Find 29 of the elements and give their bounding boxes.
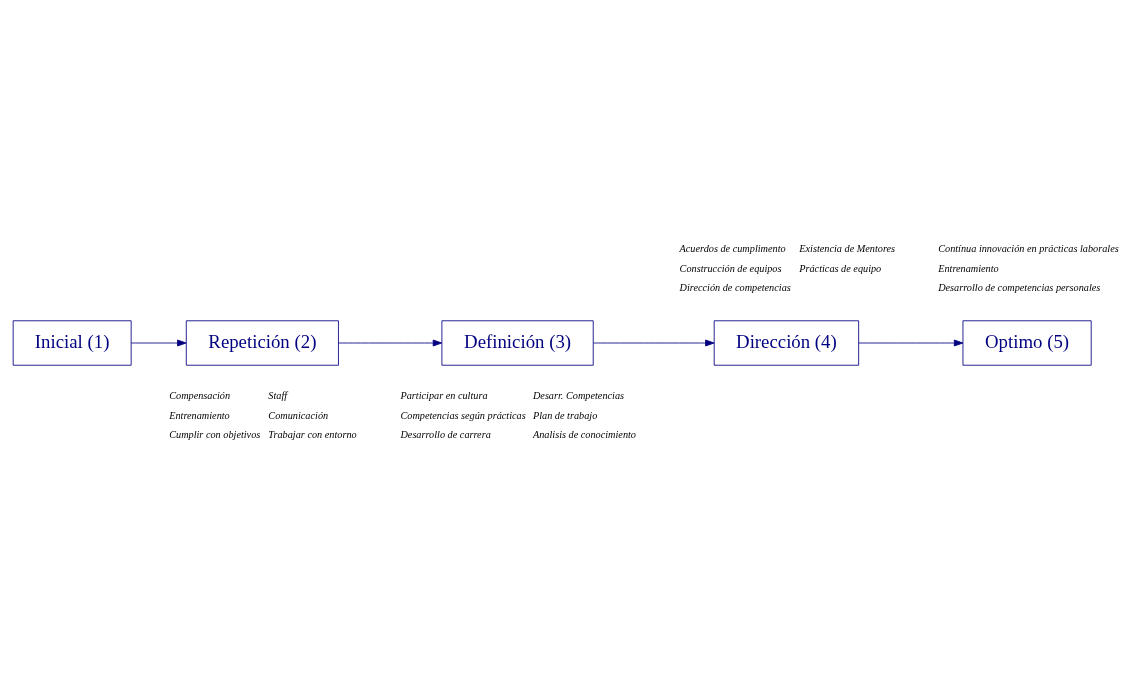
node-box: Optimo (5) bbox=[962, 320, 1092, 366]
node-label: Acuerdos de cumplimento bbox=[679, 243, 786, 255]
node-box: Inicial (1) bbox=[12, 320, 132, 366]
arrow bbox=[593, 339, 715, 347]
node-label: Desarrollo de competencias personales bbox=[938, 282, 1101, 294]
node-label: Desarrollo de carrera bbox=[400, 429, 491, 441]
node-label: Participar en cultura bbox=[400, 390, 488, 402]
node-box: Definición (3) bbox=[441, 320, 594, 366]
arrow bbox=[130, 339, 187, 347]
node-label: Plan de trabajo bbox=[532, 409, 598, 421]
node-label: Compensación bbox=[169, 390, 231, 402]
node-label: Desarr. Competencias bbox=[532, 390, 625, 402]
arrow bbox=[858, 339, 964, 347]
node-box: Dirección (4) bbox=[713, 320, 860, 366]
node-label: Construcción de equipos bbox=[679, 262, 782, 274]
node-label: Competencias según prácticas bbox=[400, 409, 526, 421]
node-label: Entrenamiento bbox=[169, 409, 230, 421]
node-label: Existencia de Mentores bbox=[799, 243, 896, 255]
node-label: Trabajar con entorno bbox=[268, 429, 357, 441]
node-label: Dirección de competencias bbox=[679, 282, 791, 294]
arrow bbox=[338, 339, 443, 347]
node-label: Staff bbox=[268, 390, 288, 402]
node-label: Analisis de conocimiento bbox=[532, 429, 637, 441]
node-label: Comunicación bbox=[268, 409, 329, 421]
node-box: Repetición (2) bbox=[185, 320, 339, 366]
node-label: Entrenamiento bbox=[938, 262, 999, 274]
node-label: Cumplir con objetivos bbox=[169, 429, 261, 441]
node-label: Prácticas de equipo bbox=[799, 262, 882, 274]
node-label: Contínua innovación en prácticas laborales bbox=[938, 243, 1119, 255]
